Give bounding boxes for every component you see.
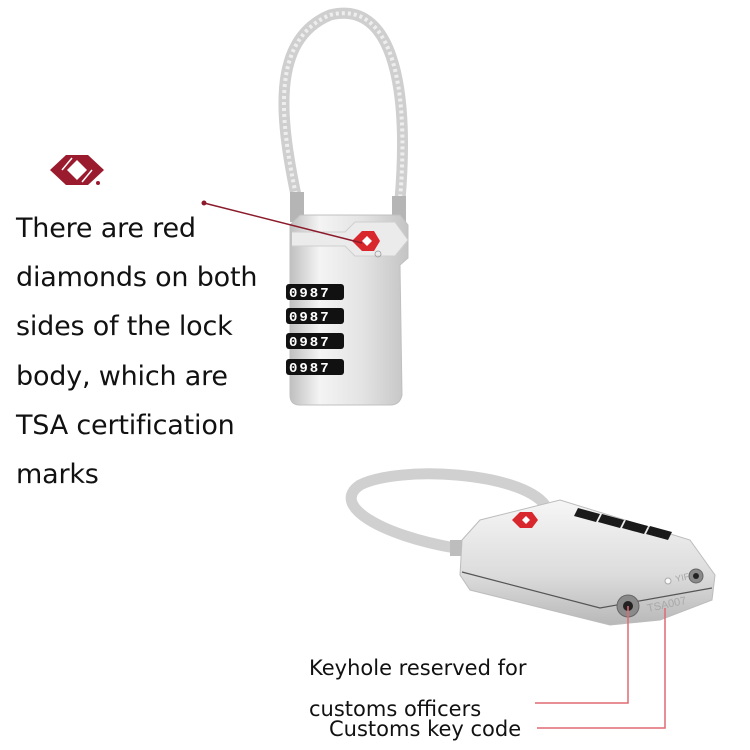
description-line: sides of the lock: [16, 311, 233, 342]
callout-lines: [535, 606, 666, 729]
description-line: TSA certification: [16, 410, 235, 441]
top-lock-cable: [278, 7, 408, 224]
dial-numbers: 0987 0987 0987 0987: [289, 286, 331, 377]
description-line: body, which are: [16, 361, 228, 392]
keyhole-label: Keyhole reserved for: [309, 656, 527, 680]
bottom-lock-body: [459, 499, 716, 626]
bottom-lock-cable: [345, 468, 550, 556]
pointer-line: [201, 200, 363, 244]
customs-key-code-label: Customs key code: [329, 717, 522, 741]
svg-text:0987: 0987: [289, 310, 331, 326]
top-lock-dials: [286, 284, 344, 375]
svg-text:0987: 0987: [289, 361, 331, 377]
brand-engraving: YIF: [674, 571, 690, 584]
svg-text:0987: 0987: [289, 286, 331, 302]
top-lock-body: [289, 214, 409, 406]
tsa-diamond-logo-icon: [50, 155, 104, 185]
svg-text:0987: 0987: [289, 335, 331, 351]
description-line: marks: [16, 459, 99, 490]
keyhole-label-continued: customs officers: [309, 697, 482, 721]
description-line: There are red: [16, 213, 196, 244]
description-line: diamonds on both: [16, 262, 258, 293]
